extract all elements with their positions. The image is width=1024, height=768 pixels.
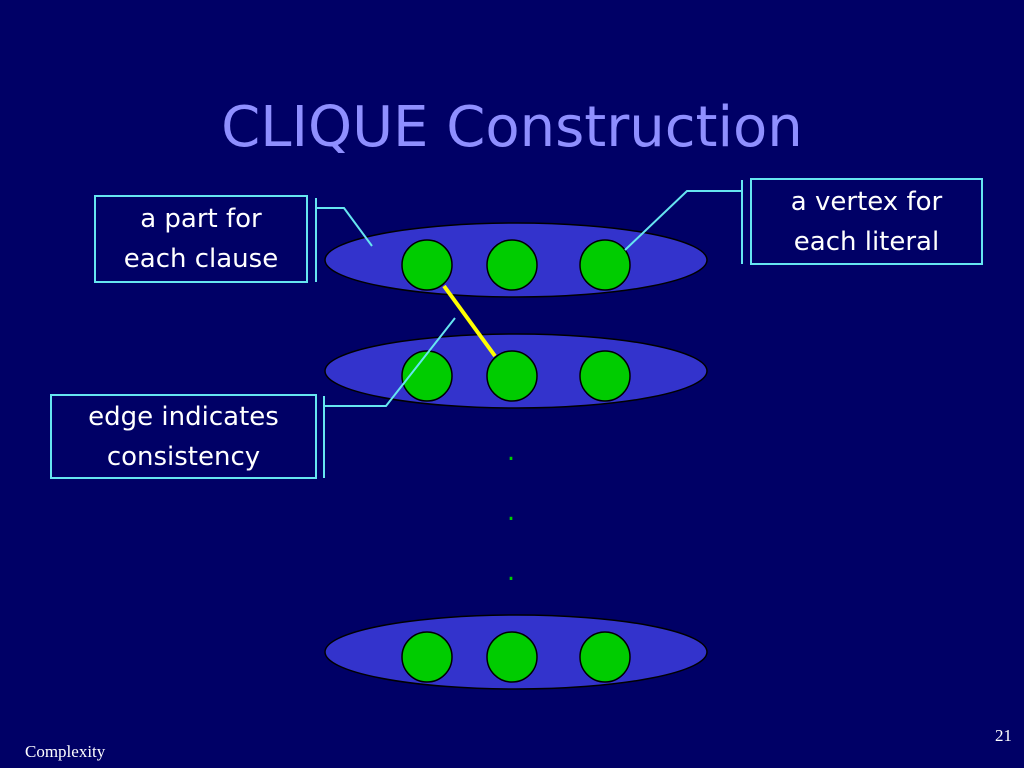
ellipsis-dot: . [507, 437, 515, 467]
literal-vertex [579, 239, 631, 291]
callout-line: each literal [793, 227, 940, 257]
literal-vertex [401, 350, 453, 402]
callout-line: each clause [123, 244, 279, 274]
literal-vertex [486, 239, 538, 291]
callout-part-per-clause: a part for each clause [94, 195, 308, 283]
leader-vertex-per-literal [624, 180, 743, 264]
callout-line: consistency [106, 442, 261, 472]
literal-vertex [401, 239, 453, 291]
slide-number: 21 [995, 726, 1012, 745]
ellipsis-dot: . [507, 557, 515, 587]
callout-vertex-per-literal: a vertex for each literal [750, 178, 983, 265]
slide-title: CLIQUE Construction [221, 95, 803, 160]
callout-edge-consistency: edge indicates consistency [50, 394, 317, 479]
literal-vertex [579, 631, 631, 683]
callout-line: a vertex for [790, 187, 943, 217]
literal-vertex [401, 631, 453, 683]
literal-vertex [486, 350, 538, 402]
callout-line: edge indicates [88, 402, 279, 432]
footer-course-name: Complexity [25, 742, 106, 761]
ellipsis-dot: . [507, 497, 515, 527]
leader-part-per-clause [315, 198, 373, 282]
callout-line: a part for [140, 204, 262, 234]
literal-vertex [579, 350, 631, 402]
literal-vertex [486, 631, 538, 683]
consistency-edge [442, 284, 497, 358]
leader-edge-consistency [323, 317, 456, 478]
